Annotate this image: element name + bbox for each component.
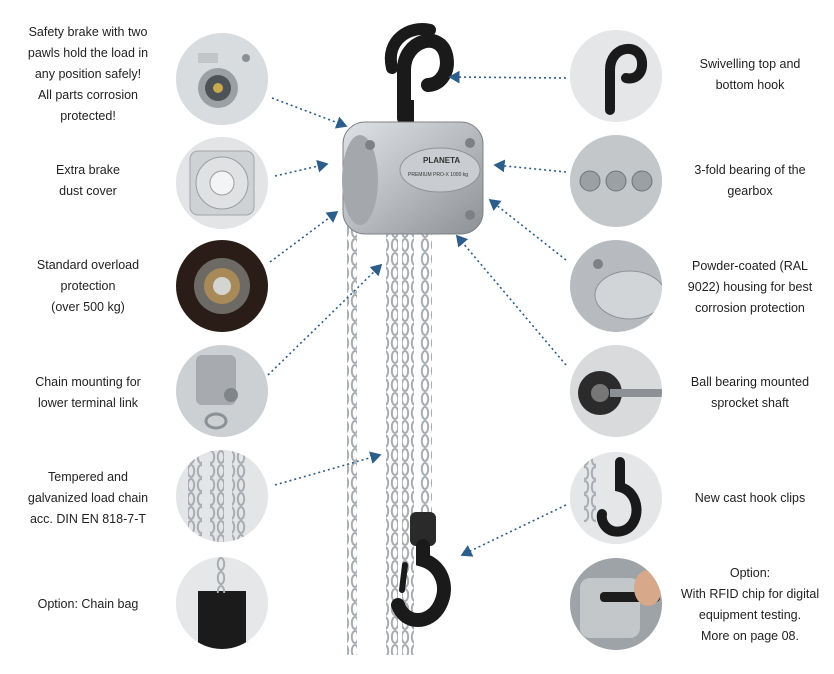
housing-model: PREMIUM PRO-X 1000 kg: [408, 172, 468, 178]
brake-pawls-photo: [176, 33, 268, 125]
chain-bag-photo: [176, 557, 268, 649]
hand-chain-right: [420, 215, 432, 515]
label-brake-dust-cover: Extra brake dust cover: [56, 163, 120, 198]
label-hook-clips: New cast hook clips: [694, 491, 806, 505]
bottom-hook: [391, 512, 451, 627]
label-rfid-option: Option: With RFID chip for digital equip…: [680, 566, 820, 643]
top-hook: [384, 23, 454, 125]
swivel-hook-photo: [570, 30, 662, 122]
label-housing-coating: Powder-coated (RAL 9022) housing for bes…: [687, 259, 813, 315]
gearbox-bearing-photo: [570, 135, 662, 227]
load-chain-photo: [176, 450, 268, 542]
label-load-chain: Tempered and galvanized load chain acc. …: [27, 470, 149, 526]
label-sprocket-shaft: Ball bearing mounted sprocket shaft: [690, 375, 810, 410]
hook-clip-photo: [570, 452, 662, 544]
label-swivel-hook: Swivelling top and bottom hook: [699, 57, 801, 92]
connector-arrows: [267, 70, 567, 557]
sprocket-shaft-photo: [570, 345, 662, 437]
chain-mounting-photo: [176, 345, 268, 437]
label-gearbox-bearing: 3-fold bearing of the gearbox: [694, 163, 806, 198]
housing-coating-photo: [570, 240, 662, 332]
label-overload-protection: Standard overload protection (over 500 k…: [36, 258, 140, 314]
brake-dust-cover-photo: [176, 137, 268, 229]
load-chain-2: [402, 215, 414, 655]
load-chain-1: [386, 215, 398, 655]
hand-chain-left: [347, 200, 357, 655]
hoist-housing: PLANETA PREMIUM PRO-X 1000 kg: [342, 121, 484, 235]
label-safety-brake: Safety brake with two pawls hold the loa…: [27, 25, 149, 123]
housing-brand: PLANETA: [423, 156, 460, 165]
label-chain-mounting: Chain mounting for lower terminal link: [35, 375, 141, 410]
rfid-chip-photo: [570, 558, 662, 650]
label-chain-bag: Option: Chain bag: [37, 597, 139, 611]
overload-protection-photo: [176, 240, 268, 332]
